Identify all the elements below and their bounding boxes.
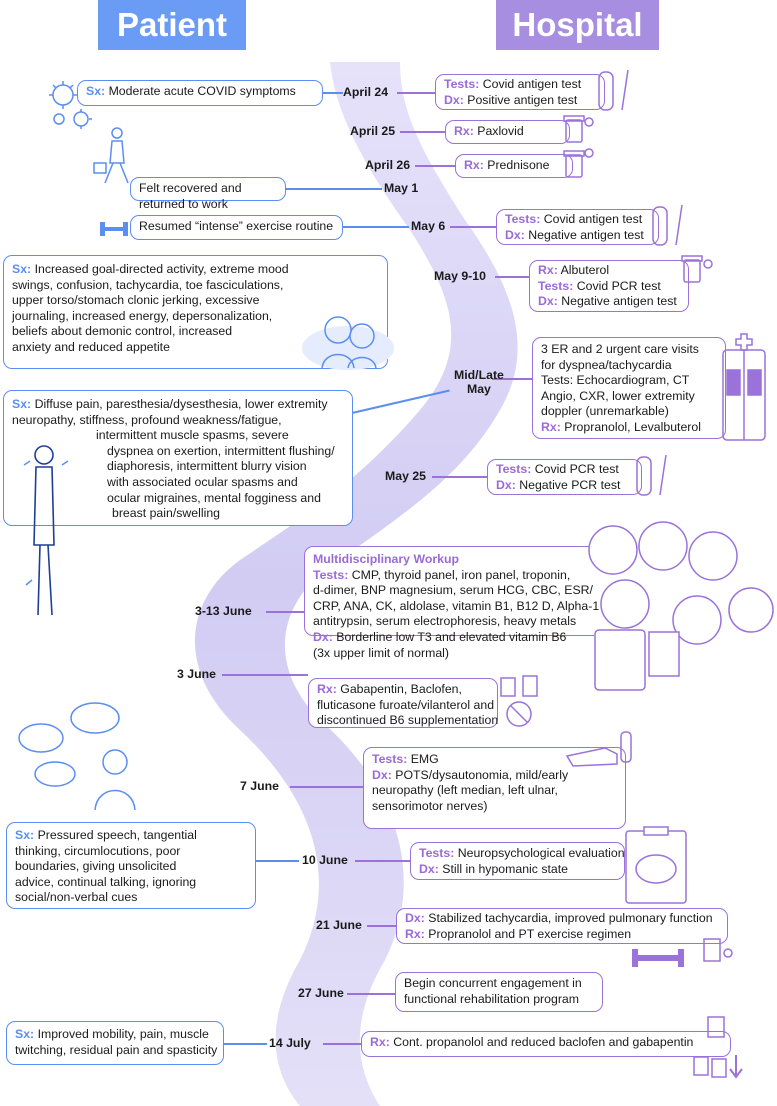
hospital-event-box: Tests: Covid PCR test Dx: Negative PCR t… bbox=[487, 459, 642, 495]
patient-event-box: Felt recovered and returned to work bbox=[130, 177, 286, 211]
date-label: May 9-10 bbox=[434, 269, 486, 283]
date-label: May 6 bbox=[411, 219, 446, 233]
antigen-test-icon bbox=[652, 204, 683, 246]
hospital-event-box: Rx: Cont. propanolol and reduced baclofe… bbox=[361, 1031, 731, 1057]
exercise-meds-icon bbox=[632, 938, 733, 967]
date-label: 3-13 June bbox=[195, 604, 252, 618]
distressed-people-icon bbox=[302, 316, 394, 370]
woman-in-pain-icon bbox=[23, 445, 69, 616]
date-label: 14 July bbox=[269, 1036, 311, 1050]
pill-bottle-icon bbox=[563, 115, 594, 143]
date-label: 27 June bbox=[298, 986, 344, 1000]
hospital-event-box: Dx: Stabilized tachycardia, improved pul… bbox=[396, 908, 728, 944]
clipboard-brain-icon bbox=[625, 826, 687, 904]
hospital-event-box: Rx: Albuterol Tests: Covid PCR test Dx: … bbox=[529, 260, 689, 312]
hospital-event-box: Rx: Paxlovid bbox=[445, 120, 570, 144]
patient-event-box: Sx: Pressured speech, tangential thinkin… bbox=[6, 822, 256, 909]
dumbbell-icon bbox=[100, 222, 128, 236]
hospital-event-box: Begin concurrent engagement in functiona… bbox=[395, 972, 603, 1012]
date-label: April 25 bbox=[350, 124, 396, 138]
date-label: April 26 bbox=[365, 158, 411, 172]
hospital-event-box: Tests: Covid antigen test Dx: Negative a… bbox=[496, 209, 659, 245]
hospital-event-box: Tests: EMG Dx: POTS/dysautonomia, mild/e… bbox=[363, 747, 626, 829]
hospital-event-box: Tests: Covid antigen test Dx: Positive a… bbox=[435, 74, 605, 110]
pill-bottle-icon bbox=[563, 148, 594, 178]
walking-woman-icon bbox=[93, 127, 129, 184]
hospital-header: Hospital bbox=[496, 0, 659, 50]
hospital-event-box: Multidisciplinary Workup Tests: CMP, thy… bbox=[304, 546, 599, 660]
date-label: April 24 bbox=[343, 85, 389, 99]
date-label: 3 June bbox=[177, 667, 216, 681]
pcr-test-icon bbox=[636, 454, 667, 496]
emg-device-icon bbox=[565, 731, 632, 767]
date-label: 10 June bbox=[302, 853, 348, 867]
hospital-event-box: Rx: Gabapentin, Baclofen, fluticasone fu… bbox=[308, 678, 498, 728]
antigen-test-icon bbox=[598, 69, 629, 111]
speech-bubbles-icon bbox=[18, 702, 136, 811]
date-label: May 1 bbox=[384, 181, 419, 195]
pill-bottles-icon bbox=[500, 675, 538, 727]
reduced-meds-icon bbox=[693, 1016, 743, 1079]
hospital-event-box: Tests: Neuropsychological evaluation Dx:… bbox=[410, 842, 625, 880]
date-label: 21 June bbox=[316, 918, 362, 932]
date-label: 7 June bbox=[240, 779, 279, 793]
patient-event-box: Sx: Diffuse pain, paresthesia/dysesthesi… bbox=[3, 390, 353, 526]
hospital-event-box: Rx: Prednisone bbox=[455, 154, 573, 178]
patient-event-box: Resumed “intense” exercise routine bbox=[130, 215, 343, 240]
hospital-event-box: 3 ER and 2 urgent care visits for dyspne… bbox=[532, 337, 726, 439]
hospital-doors-icon bbox=[722, 333, 766, 441]
pill-bottle-icon bbox=[681, 255, 713, 283]
organs-icon bbox=[588, 521, 774, 691]
virus-icon bbox=[49, 81, 92, 129]
patient-header: Patient bbox=[98, 0, 246, 50]
date-label: May 25 bbox=[385, 469, 427, 483]
patient-event-box: Sx: Improved mobility, pain, muscle twit… bbox=[6, 1021, 224, 1065]
patient-event-box: Sx: Moderate acute COVID symptoms bbox=[77, 80, 323, 106]
